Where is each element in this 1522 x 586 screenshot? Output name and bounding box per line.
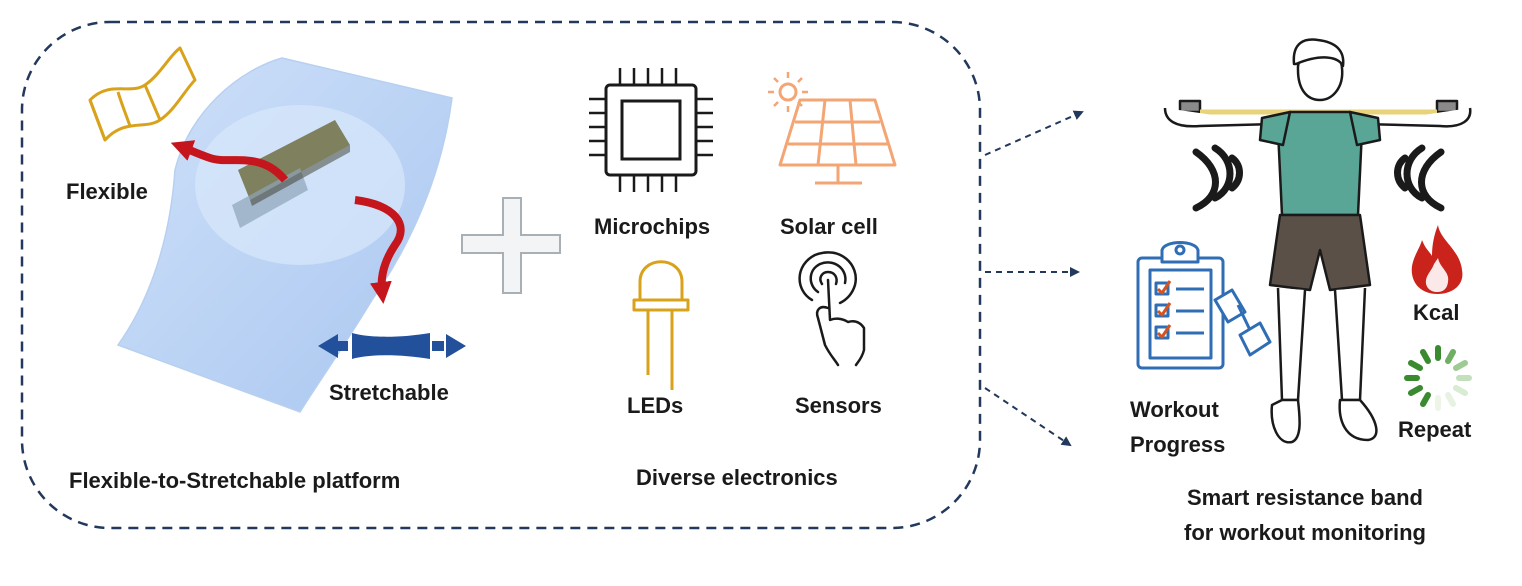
clipboard-dumbbell-icon xyxy=(1136,241,1272,370)
stretch-arrow xyxy=(354,196,405,304)
flame-icon xyxy=(1411,225,1463,294)
label-diverse-electronics: Diverse electronics xyxy=(636,465,838,490)
label-workout: Workout xyxy=(1130,397,1219,422)
stretch-arrows-icon xyxy=(318,333,466,359)
output-arrows xyxy=(984,110,1084,447)
label-flexible: Flexible xyxy=(66,179,148,204)
person-with-band-icon xyxy=(1163,38,1472,444)
mesh-electronics-patch xyxy=(232,120,350,228)
led-icon xyxy=(632,260,690,390)
label-sensors: Sensors xyxy=(795,393,882,418)
platform-dashed-frame xyxy=(20,20,982,530)
label-microchips: Microchips xyxy=(594,214,711,239)
label-solar-cell: Solar cell xyxy=(780,214,878,239)
label-stretchable: Stretchable xyxy=(329,380,449,405)
touch-sensor-icon xyxy=(798,251,866,367)
solar-panel-icon xyxy=(768,72,897,185)
label-band-line2: for workout monitoring xyxy=(1184,520,1426,545)
label-kcal: Kcal xyxy=(1413,300,1460,325)
label-progress: Progress xyxy=(1130,432,1226,457)
flex-arrow xyxy=(170,140,289,183)
label-band-line1: Smart resistance band xyxy=(1187,485,1423,510)
plus-icon xyxy=(461,197,561,294)
label-repeat: Repeat xyxy=(1398,417,1472,442)
microchip-icon xyxy=(589,68,713,192)
label-leds: LEDs xyxy=(627,393,684,418)
wireless-signal-icon xyxy=(1192,144,1445,212)
loading-spinner-icon xyxy=(1404,345,1472,411)
label-platform: Flexible-to-Stretchable platform xyxy=(69,468,401,493)
bent-film-icon xyxy=(88,46,197,142)
